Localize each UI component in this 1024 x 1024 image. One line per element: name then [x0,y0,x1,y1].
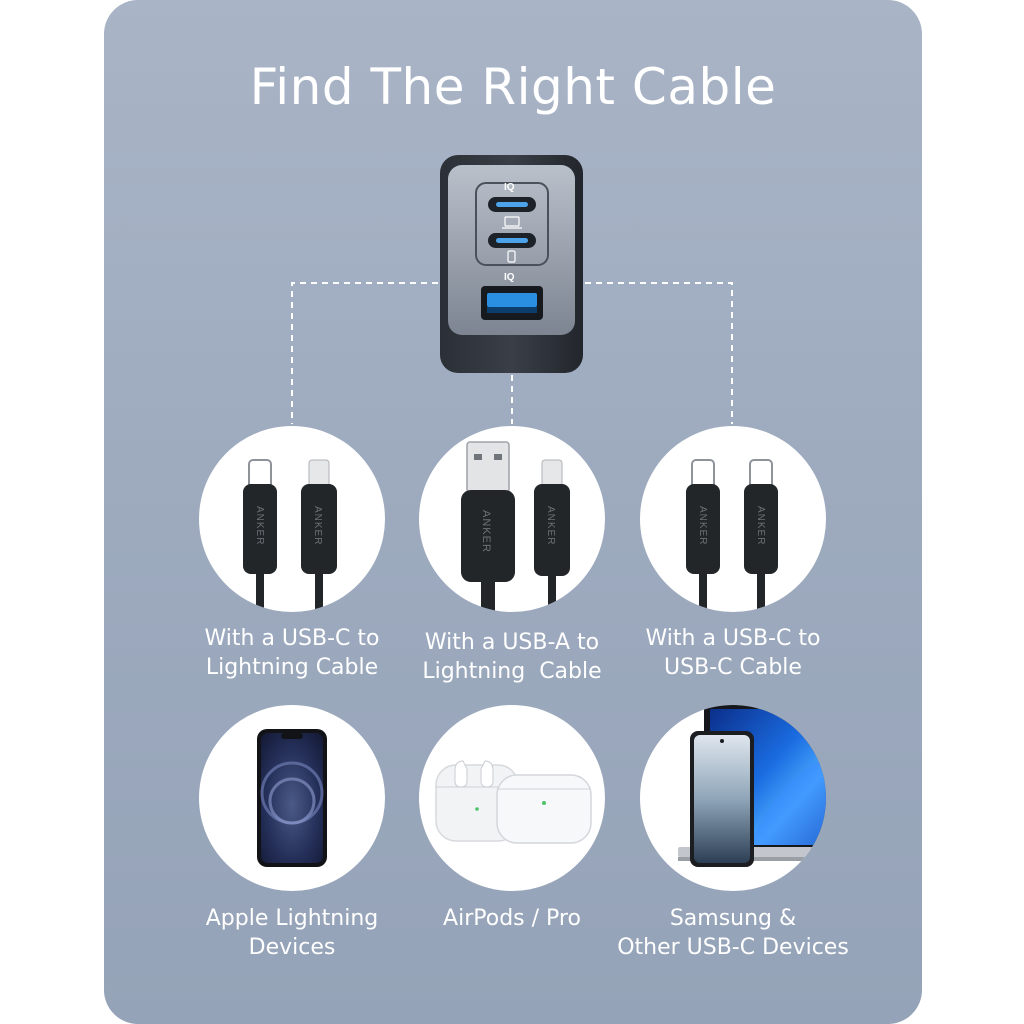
usb-c-plug-icon: ANKER [243,459,277,612]
caption-line: AirPods / Pro [443,906,581,931]
cable-circle-usbc-lightning: ANKER ANKER [199,426,385,612]
device-caption-1: Apple Lightning Devices [172,904,412,962]
cable-caption-1: With a USB-C to Lightning Cable [172,624,412,682]
usb-c-plug-icon: ANKER [686,459,720,612]
svg-text:ANKER: ANKER [697,506,708,545]
caption-line: Lightning Cable [422,659,602,684]
usb-a-plug-icon: ANKER [461,441,515,612]
caption-line: Samsung & [669,906,797,931]
caption-line: With a USB-C to [204,626,380,651]
device-caption-2: AirPods / Pro [392,904,632,933]
usb-c-plug-icon: ANKER [744,459,778,612]
device-circle-iphone [199,705,385,891]
svg-text:ANKER: ANKER [312,506,323,545]
laptop-label-icon [504,216,520,227]
cable-caption-3: With a USB-C to USB-C Cable [613,624,853,682]
phone-label-icon [507,250,516,263]
caption-line: Other USB-C Devices [617,935,849,960]
iphone-icon [257,729,327,867]
iq-mark-bottom: IQ [504,272,515,283]
device-circle-samsung [640,705,826,891]
caption-line: Apple Lightning [205,906,379,931]
page-title: Find The Right Cable [249,58,777,116]
svg-text:ANKER: ANKER [480,510,492,553]
connector-left [291,282,438,424]
device-circle-airpods [419,705,605,891]
airpods-icon [435,760,592,844]
iq-mark-top: IQ [504,182,515,193]
connector-right [585,282,733,424]
caption-line: With a USB-C to [645,626,821,651]
caption-line: With a USB-A to [424,630,600,655]
cable-caption-2: With a USB-A to Lightning Cable [392,628,632,686]
caption-line: Lightning Cable [205,655,379,680]
device-caption-3: Samsung & Other USB-C Devices [593,904,873,962]
svg-text:ANKER: ANKER [545,506,556,545]
samsung-laptop-icon [678,705,826,867]
cable-circle-usbc-usbc: ANKER ANKER [640,426,826,612]
lightning-plug-icon: ANKER [534,459,570,612]
charger-icon: IQ IQ [440,155,583,373]
svg-text:ANKER: ANKER [254,506,265,545]
cable-circle-usba-lightning: ANKER ANKER [419,426,605,612]
caption-line: USB-C Cable [664,655,802,680]
svg-text:ANKER: ANKER [755,506,766,545]
caption-line: Devices [248,935,336,960]
lightning-plug-icon: ANKER [301,459,337,612]
